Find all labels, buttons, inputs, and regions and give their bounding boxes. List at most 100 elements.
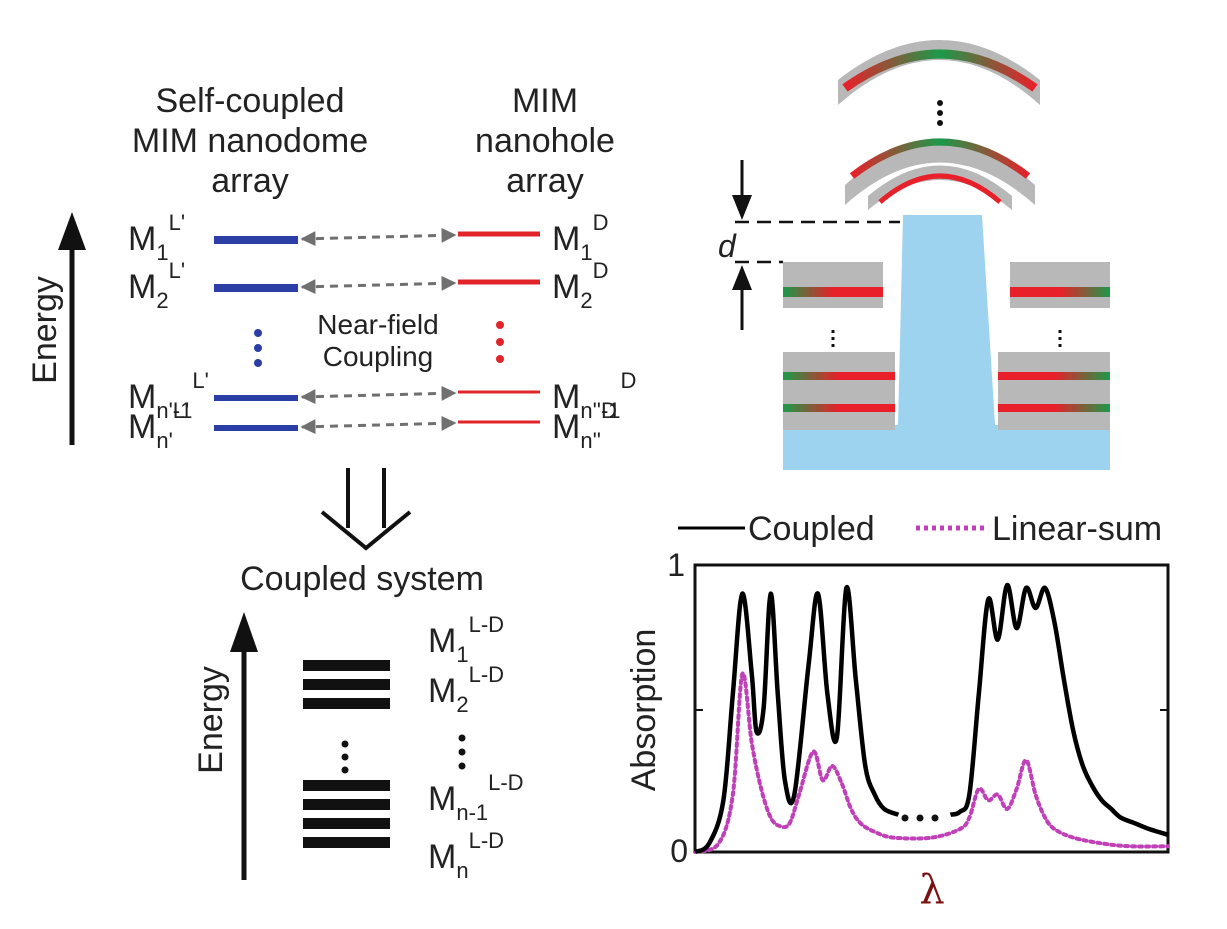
left-levels: M1L'M2L' Mn'-1L'Mn'L' [128,210,298,453]
coupled-bar-5 [303,799,390,810]
header-left-line-2: MIM nanodome [132,122,368,160]
left-wall-layer-top [783,262,883,308]
y-tick-label-0: 0 [670,833,688,869]
series-coupled-part-1 [693,585,900,855]
header-left-line-1: Self-coupled [155,82,344,120]
chart-legend: Coupled Linear-sum [678,510,1162,548]
structure-schematic: d [718,40,1110,470]
dome-layer-1 [845,142,1035,205]
right-level-label-1: M1D [552,210,608,265]
left-level-label-1: M1L' [128,210,185,265]
dome-band-1 [849,138,1031,179]
left-dot-3 [254,359,262,367]
right-dot-1 [496,321,504,329]
curve-gap-dot-3 [931,814,939,822]
energy-label-top: Energy [26,276,64,384]
left-ellipsis [254,329,262,367]
left-wall-layer-bottom [783,352,895,430]
energy-arrow-head-bottom [230,612,258,652]
coupled-level-label-3: Mn-1L-D [428,770,524,825]
curve-gap-dot-2 [916,814,924,822]
energy-arrow-head-top [58,212,86,250]
coupled-gap-ellipsis [901,814,939,822]
right-dot-2 [496,338,504,346]
curve-gap-dot-1 [901,814,909,822]
coupling-arrow-3 [300,385,457,405]
coupled-bar-2 [303,679,390,690]
coupled-dot-3 [341,766,349,774]
dome-layer-2 [868,165,1012,210]
left-wall-band-2 [783,404,895,412]
coupled-label-dot-2 [458,748,466,756]
coupled-level-label-2: M2L-D [428,662,504,717]
coupled-bar-7 [303,837,390,848]
coupled-bar-1 [303,660,390,671]
x-axis-label: λ [919,867,944,913]
dome-layer-top [838,40,1040,105]
left-level-label-4: Mn'L' [128,398,189,453]
right-level-label-3: Mn''-1D [552,368,636,423]
right-level-label-2: M2D [552,258,608,313]
header-left-line-3: array [211,162,288,200]
coupled-bars-ellipsis [341,740,349,774]
gap-label: d [718,228,737,264]
coupled-level-label-1: M1L-D [428,612,504,667]
substrate [783,215,1110,470]
right-level-label-4: Mn''D [552,398,617,453]
coupled-level-bars [303,660,390,848]
right-wall-band-1 [998,372,1110,380]
right-wall-layer-top [1010,262,1110,308]
y-axis-label: Absorption [625,629,663,792]
plot-area [693,582,1170,855]
right-dot-3 [496,355,504,363]
left-dot-1 [254,329,262,337]
plot-frame [693,563,1170,854]
header-right-line-3: array [506,162,583,200]
dome-dot-2 [937,110,943,116]
left-wall-band-top [783,287,883,297]
coupled-bar-6 [303,818,390,829]
left-wall-band-1 [783,372,895,380]
header-left: Self-coupled MIM nanodome array [132,82,368,200]
coupled-level-label-4: MnL-D [428,828,504,883]
coupled-label-dot-3 [458,762,466,770]
coupled-dot-1 [341,740,349,748]
coupling-label-line-1: Near-field [317,309,438,340]
legend-label-linear-sum: Linear-sum [992,510,1162,548]
series-coupled-part-2 [949,582,1169,837]
dome-band-2 [878,173,1002,204]
dome-band-top [842,49,1038,92]
coupled-bar-4 [303,780,390,791]
dome-dot-1 [937,100,943,106]
y-tick-label-1: 1 [667,547,685,583]
coupled-title: Coupled system [240,560,484,598]
coupling-arrows [300,227,457,435]
series-linear-sum [693,671,1170,854]
dome-dot-3 [937,120,943,126]
header-right-line-2: nanohole [475,122,615,160]
gap-arrow-bottom-head [732,265,752,290]
right-wall-band-top [1010,287,1110,297]
coupling-arrow-2 [300,275,457,295]
gap-arrow-top-head [732,195,752,220]
coupled-label-dot-1 [458,734,466,742]
legend-label-coupled: Coupled [748,510,875,548]
energy-label-bottom: Energy [192,666,230,774]
left-level-label-3: Mn'-1L' [128,368,209,423]
left-level-label-2: M2L' [128,258,185,313]
right-wall-layer-bottom [998,352,1110,430]
implies-arrow-icon [320,468,412,551]
header-right-line-1: MIM [512,82,578,120]
right-ellipsis [496,321,504,363]
coupling-arrow-4 [300,415,457,435]
right-wall-band-2 [998,404,1110,412]
coupled-dot-2 [341,753,349,761]
coupled-bar-3 [303,698,390,709]
header-right: MIM nanohole array [475,82,615,200]
left-dot-2 [254,344,262,352]
coupling-arrow-1 [300,227,457,247]
coupled-labels-ellipsis [458,734,466,770]
coupling-label-line-2: Coupling [323,341,434,372]
